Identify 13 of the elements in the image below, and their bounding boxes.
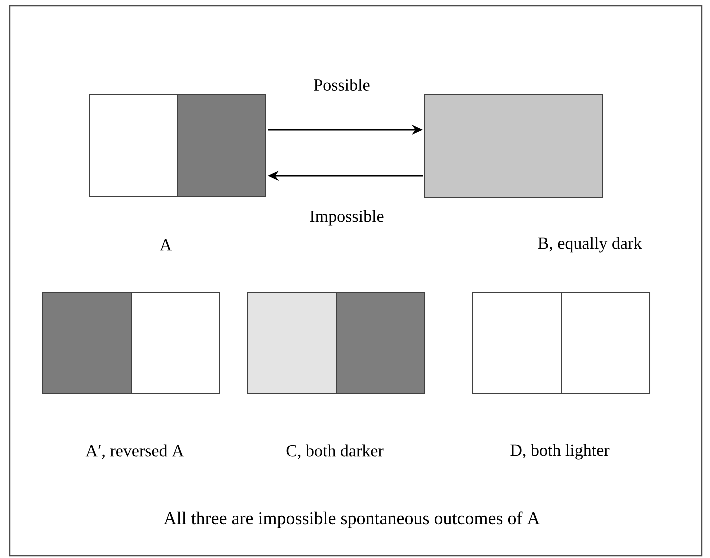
panel-box	[472, 292, 650, 394]
panel-label: A	[160, 239, 172, 251]
panel-box	[90, 94, 266, 198]
panel-label: D, both lighter	[510, 444, 610, 460]
edge-label: Possible	[314, 79, 370, 91]
panel-label: C, both darker	[286, 444, 384, 460]
panel-box	[424, 94, 604, 198]
edge-label: Impossible	[310, 210, 384, 226]
panel-box	[42, 292, 220, 394]
panel-box	[248, 292, 426, 394]
caption: All three are impossible spontaneous outcomes of A	[164, 512, 540, 528]
panel-label: B, equally dark	[538, 237, 642, 253]
panel-label: A′, reversed A	[86, 444, 184, 460]
